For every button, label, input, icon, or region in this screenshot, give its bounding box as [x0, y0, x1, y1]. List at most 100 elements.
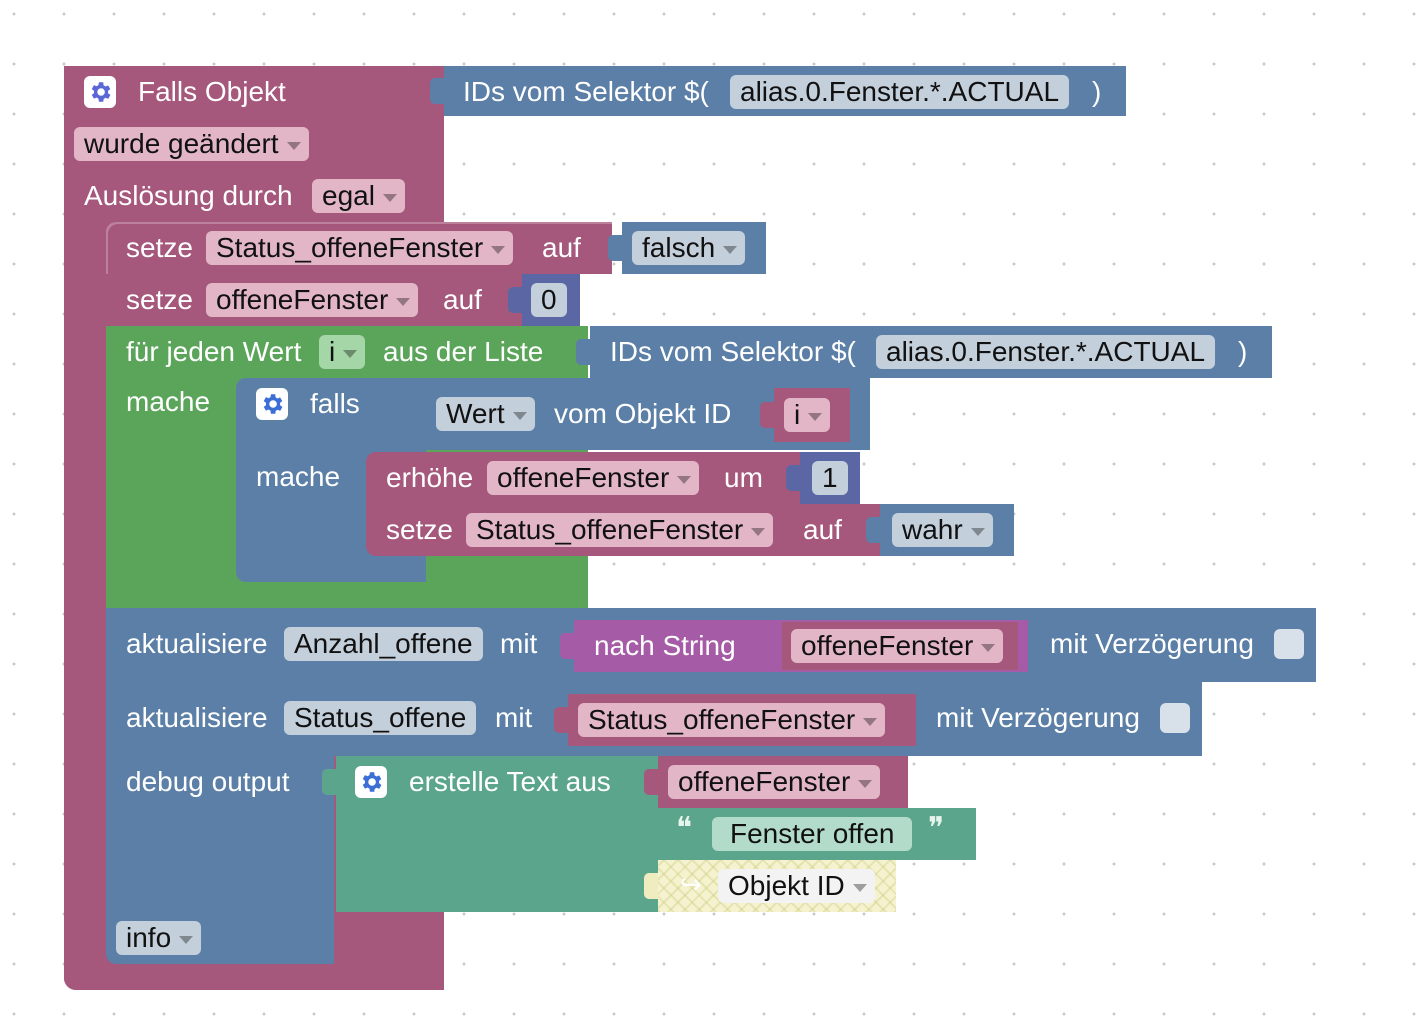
join-item3-label: Objekt ID [728, 870, 845, 901]
input-connector [786, 465, 800, 491]
chevron-down-icon [343, 349, 358, 358]
join-item1-dropdown[interactable]: offeneFenster [668, 765, 881, 799]
input-connector [866, 517, 880, 543]
input-connector [644, 769, 658, 795]
trigger-value-dropdown[interactable]: egal [312, 179, 405, 213]
update1-target-field[interactable]: Anzahl_offene [284, 627, 483, 661]
update1-delay: mit Verzögerung [1050, 628, 1254, 659]
set3-to: auf [803, 514, 842, 545]
inc-label: erhöhe [386, 462, 474, 493]
value-type-label: Wert [446, 398, 505, 429]
chevron-down-icon [179, 935, 194, 944]
to-string-label: nach String [594, 630, 736, 661]
update2-delay: mit Verzögerung [936, 702, 1140, 733]
set2-label: setze [126, 284, 193, 315]
var-i-dropdown[interactable]: i [784, 398, 831, 432]
set3-var-dropdown[interactable]: Status_offeneFenster [466, 513, 774, 547]
update2-target-field[interactable]: Status_offene [284, 701, 477, 735]
selector-prefix-2: IDs vom Selektor $( [610, 336, 856, 367]
input-connector [644, 821, 658, 847]
set1-label: setze [126, 232, 193, 263]
loop-var-label: i [329, 336, 336, 367]
update2-var-label: Status_offeneFenster [588, 704, 856, 735]
input-connector [608, 235, 622, 261]
gear-icon[interactable] [84, 76, 116, 108]
debug-level-dropdown[interactable]: info [116, 921, 202, 955]
inc-var-dropdown[interactable]: offeneFenster [487, 461, 700, 495]
set3-label: setze [386, 514, 453, 545]
number-0-field[interactable]: 0 [531, 283, 567, 317]
set3-var-label: Status_offeneFenster [476, 514, 744, 545]
loop-do: mache [126, 386, 211, 417]
update1-with: mit [500, 628, 538, 659]
input-connector [576, 339, 590, 365]
chevron-down-icon [808, 412, 823, 421]
input-connector [322, 769, 336, 795]
value-type-dropdown[interactable]: Wert [436, 397, 535, 431]
if-do: mache [256, 461, 341, 492]
of-object-label: vom Objekt ID [554, 398, 732, 429]
debug-level-label: info [126, 922, 172, 953]
update2-with: mit [495, 702, 533, 733]
if-label: falls [310, 388, 360, 419]
quote-open-icon: ❝ [676, 812, 693, 845]
update2-delay-checkbox[interactable] [1160, 703, 1190, 733]
update2-var-dropdown[interactable]: Status_offeneFenster [578, 703, 886, 737]
chevron-down-icon [981, 643, 996, 652]
trigger-value-label: egal [322, 180, 375, 211]
gear-icon[interactable] [355, 766, 387, 798]
set2-var-label: offeneFenster [216, 284, 389, 315]
trigger-mode-dropdown[interactable]: wurde geändert [74, 127, 309, 161]
trigger-block-bottom [64, 966, 444, 990]
inc-by: um [724, 462, 763, 493]
chevron-down-icon [863, 717, 878, 726]
chevron-down-icon [396, 297, 411, 306]
selector-prefix-1: IDs vom Selektor $( [463, 76, 709, 107]
set1-to: auf [542, 232, 581, 263]
trigger-title: Falls Objekt [138, 76, 286, 107]
loop-label: für jeden Wert [126, 336, 302, 367]
chevron-down-icon [858, 779, 873, 788]
input-connector [644, 873, 658, 899]
chevron-down-icon [677, 475, 692, 484]
update1-var-dropdown[interactable]: offeneFenster [791, 629, 1004, 663]
bool-true-label: wahr [902, 514, 963, 545]
trigger-label: Auslösung durch [84, 180, 293, 211]
join-item3-dropdown[interactable]: Objekt ID [718, 869, 875, 903]
input-connector [554, 707, 568, 733]
chevron-down-icon [286, 141, 301, 150]
update2-label: aktualisiere [126, 702, 268, 733]
return-arrow-icon: ↪ [680, 869, 702, 899]
update1-label: aktualisiere [126, 628, 268, 659]
input-connector [560, 633, 574, 659]
chevron-down-icon [852, 883, 867, 892]
inc-var-label: offeneFenster [497, 462, 670, 493]
selector-value-2[interactable]: alias.0.Fenster.*.ACTUAL [876, 335, 1216, 369]
number-1-field[interactable]: 1 [812, 461, 848, 495]
input-connector [508, 287, 522, 313]
chevron-down-icon [751, 527, 766, 536]
gear-icon[interactable] [256, 388, 288, 420]
bool-true-dropdown[interactable]: wahr [892, 513, 993, 547]
set1-var-dropdown[interactable]: Status_offeneFenster [206, 231, 514, 265]
chevron-down-icon [382, 193, 397, 202]
selector-value-1[interactable]: alias.0.Fenster.*.ACTUAL [730, 75, 1070, 109]
text-join-block[interactable] [336, 756, 658, 912]
var-i-label: i [794, 399, 801, 430]
set2-var-dropdown[interactable]: offeneFenster [206, 283, 419, 317]
bool-false-dropdown[interactable]: falsch [632, 231, 746, 265]
set1-var-label: Status_offeneFenster [216, 232, 484, 263]
update1-delay-checkbox[interactable] [1274, 629, 1304, 659]
update1-var-label: offeneFenster [801, 630, 974, 661]
input-connector [430, 78, 444, 104]
loop-var-dropdown[interactable]: i [319, 335, 366, 369]
bool-false-label: falsch [642, 232, 716, 263]
chevron-down-icon [723, 245, 738, 254]
input-connector [412, 391, 426, 417]
join-item2-text-field[interactable]: Fenster offen [712, 817, 913, 851]
join-label: erstelle Text aus [409, 766, 611, 797]
input-connector [760, 402, 774, 428]
chevron-down-icon [491, 245, 506, 254]
selector-suffix-2: ) [1238, 336, 1248, 367]
join-item1-label: offeneFenster [678, 766, 851, 797]
